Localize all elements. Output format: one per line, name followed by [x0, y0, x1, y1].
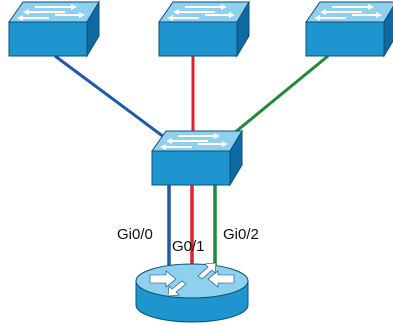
link-right-to-central [221, 54, 329, 145]
port-label-gi0-0: Gi0/0 [117, 226, 153, 243]
top-left-switch [8, 1, 100, 57]
link-left-to-central [54, 54, 173, 145]
central-switch [151, 130, 243, 186]
top-right-switch [305, 1, 393, 57]
port-label-gi0-2: Gi0/2 [223, 226, 259, 243]
router [135, 262, 249, 323]
top-center-switch [158, 1, 250, 57]
router-arrows-icon [149, 262, 235, 297]
port-label-g0-1: G0/1 [172, 238, 205, 255]
